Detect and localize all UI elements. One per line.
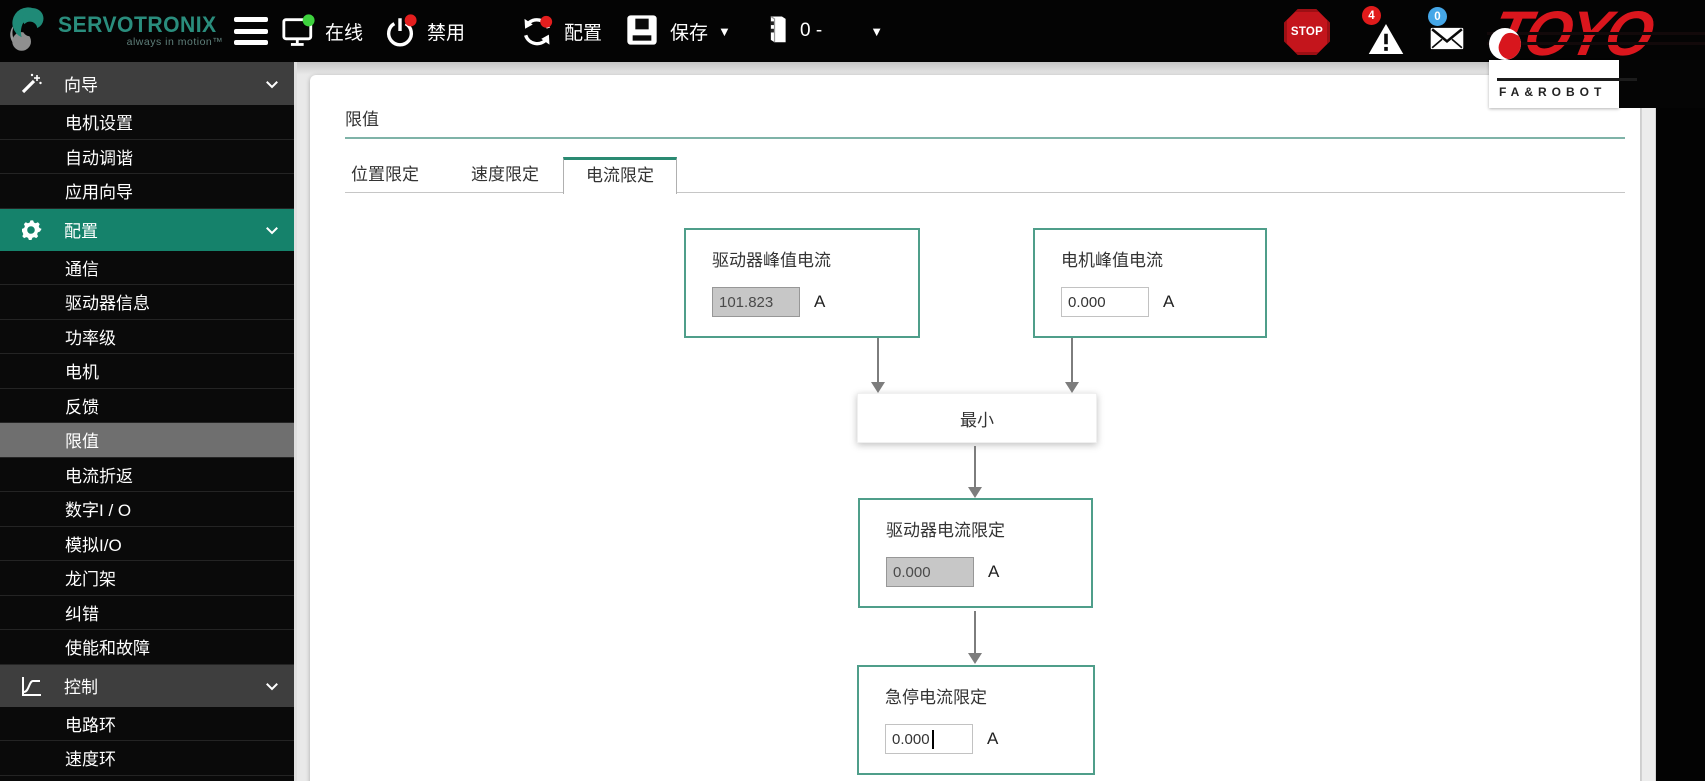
estop-current-limit-label: 急停电流限定	[885, 688, 987, 707]
messages-button[interactable]	[1430, 27, 1464, 55]
drive-number: 0 -	[800, 20, 823, 41]
drive-current-limit-box: 驱动器电流限定 A	[858, 498, 1093, 608]
monitor-icon	[281, 14, 315, 48]
sidebar-item-digital-io[interactable]: 数字I / O	[0, 492, 297, 527]
mail-icon	[1430, 27, 1464, 50]
top-bar: SERVOTRONIX always in motion™ 在线	[0, 0, 1705, 62]
brand-name: SERVOTRONIX	[58, 12, 217, 37]
stop-button[interactable]: STOP	[1284, 9, 1330, 55]
flow-arrow	[870, 338, 885, 393]
alerts-button[interactable]	[1368, 24, 1404, 59]
tab-current-limit[interactable]: 电流限定	[563, 157, 677, 194]
drive-dropdown-caret[interactable]: ▼	[870, 23, 884, 39]
wand-icon	[16, 72, 46, 96]
sidebar-item-motor-setup[interactable]: 电机设置	[0, 105, 297, 140]
unit-label: A	[1163, 292, 1175, 311]
flow-arrow	[967, 611, 982, 664]
flow-arrow	[967, 446, 982, 498]
sidebar-item-application-wizard[interactable]: 应用向导	[0, 174, 297, 209]
tab-strip-line	[345, 192, 1625, 193]
brand-tagline: always in motion™	[126, 36, 224, 48]
sidebar-section-control[interactable]: 控制	[0, 664, 297, 707]
sidebar-item-velocity-loop[interactable]: 速度环	[0, 741, 297, 776]
hamburger-icon	[234, 17, 268, 22]
sidebar-item-power-stage[interactable]: 功率级	[0, 320, 297, 354]
chevron-down-icon	[263, 75, 281, 93]
gear-icon	[16, 218, 46, 242]
sidebar-scrollbar[interactable]	[294, 62, 297, 781]
estop-current-limit-box: 急停电流限定 A	[857, 665, 1095, 775]
drive-selector[interactable]: 0 - ▼	[764, 0, 883, 62]
disable-label: 禁用	[427, 22, 466, 44]
warning-icon	[1368, 24, 1404, 54]
sidebar-item-limits[interactable]: 限值	[0, 423, 297, 458]
hamburger-menu-button[interactable]	[234, 17, 268, 45]
motor-peak-current-input[interactable]	[1061, 287, 1149, 317]
config-label: 配置	[564, 22, 603, 44]
alerts-badge: 4	[1362, 6, 1381, 25]
sidebar-item-drive-info[interactable]: 驱动器信息	[0, 285, 297, 320]
drive-peak-current-label: 驱动器峰值电流	[712, 251, 831, 270]
motor-peak-current-box: 电机峰值电流 A	[1033, 228, 1267, 338]
save-icon	[626, 14, 660, 48]
sidebar-item-motor[interactable]: 电机	[0, 354, 297, 389]
unit-label: A	[987, 729, 999, 748]
drive-current-limit-label: 驱动器电流限定	[886, 521, 1005, 540]
text-caret	[932, 730, 934, 749]
config-sync-button[interactable]: 配置	[520, 0, 602, 62]
enable-disable-button[interactable]: 禁用	[383, 0, 465, 62]
right-black-panel	[1656, 62, 1705, 781]
tab-velocity-limit[interactable]: 速度限定	[471, 165, 539, 184]
sidebar-item-enable-faults[interactable]: 使能和故障	[0, 630, 297, 665]
sidebar-section-configuration[interactable]: 配置	[0, 208, 297, 251]
title-underline	[345, 137, 1625, 139]
sidebar-item-error-correction[interactable]: 纠错	[0, 596, 297, 630]
online-status-button[interactable]: 在线	[281, 0, 363, 62]
save-dropdown-caret[interactable]: ▼	[718, 23, 731, 39]
page-title: 限值	[345, 110, 379, 129]
unit-label: A	[814, 292, 826, 311]
motor-peak-current-label: 电机峰值电流	[1061, 251, 1163, 270]
save-button[interactable]: 保存 ▼	[626, 0, 731, 62]
sidebar-item-analog-io[interactable]: 模拟I/O	[0, 527, 297, 561]
drive-peak-current-input	[712, 287, 800, 317]
minimum-node: 最小	[857, 393, 1097, 443]
main-area: 限值 位置限定 速度限定 电流限定 驱动器峰值电流 A	[297, 62, 1705, 781]
limits-panel: 限值 位置限定 速度限定 电流限定 驱动器峰值电流 A	[310, 75, 1640, 781]
sidebar-item-current-foldback[interactable]: 电流折返	[0, 458, 297, 492]
page-scrollbar[interactable]	[1641, 75, 1656, 781]
drive-icon	[764, 14, 790, 48]
drive-peak-current-box: 驱动器峰值电流 A	[684, 228, 920, 338]
sidebar-section-wizard[interactable]: 向导	[0, 62, 297, 105]
drive-current-limit-input	[886, 557, 974, 587]
messages-badge: 0	[1428, 7, 1447, 26]
sidebar-nav: 向导 电机设置 自动调谐 应用向导 配置 通信 驱动器信息 功率级 电机 反馈 …	[0, 62, 297, 781]
sidebar-item-communication[interactable]: 通信	[0, 251, 297, 285]
sidebar-item-current-loop[interactable]: 电路环	[0, 707, 297, 741]
tab-position-limit[interactable]: 位置限定	[351, 165, 419, 184]
sidebar-item-gantry[interactable]: 龙门架	[0, 561, 297, 596]
stop-label: STOP	[1290, 26, 1324, 38]
power-icon	[383, 14, 417, 48]
chevron-down-icon	[263, 221, 281, 239]
sidebar-item-feedback[interactable]: 反馈	[0, 389, 297, 423]
unit-label: A	[988, 562, 1000, 581]
save-label: 保存	[670, 22, 709, 44]
sync-icon	[520, 14, 554, 48]
chevron-down-icon	[263, 677, 281, 695]
flow-arrow	[1064, 338, 1079, 393]
servotronix-swirl-icon	[10, 7, 44, 51]
servotronix-logo: SERVOTRONIX always in motion™	[8, 4, 223, 56]
online-label: 在线	[325, 22, 364, 44]
estop-current-limit-input[interactable]	[885, 724, 973, 754]
curve-icon	[16, 674, 46, 698]
sidebar-item-autotuning[interactable]: 自动调谐	[0, 140, 297, 174]
